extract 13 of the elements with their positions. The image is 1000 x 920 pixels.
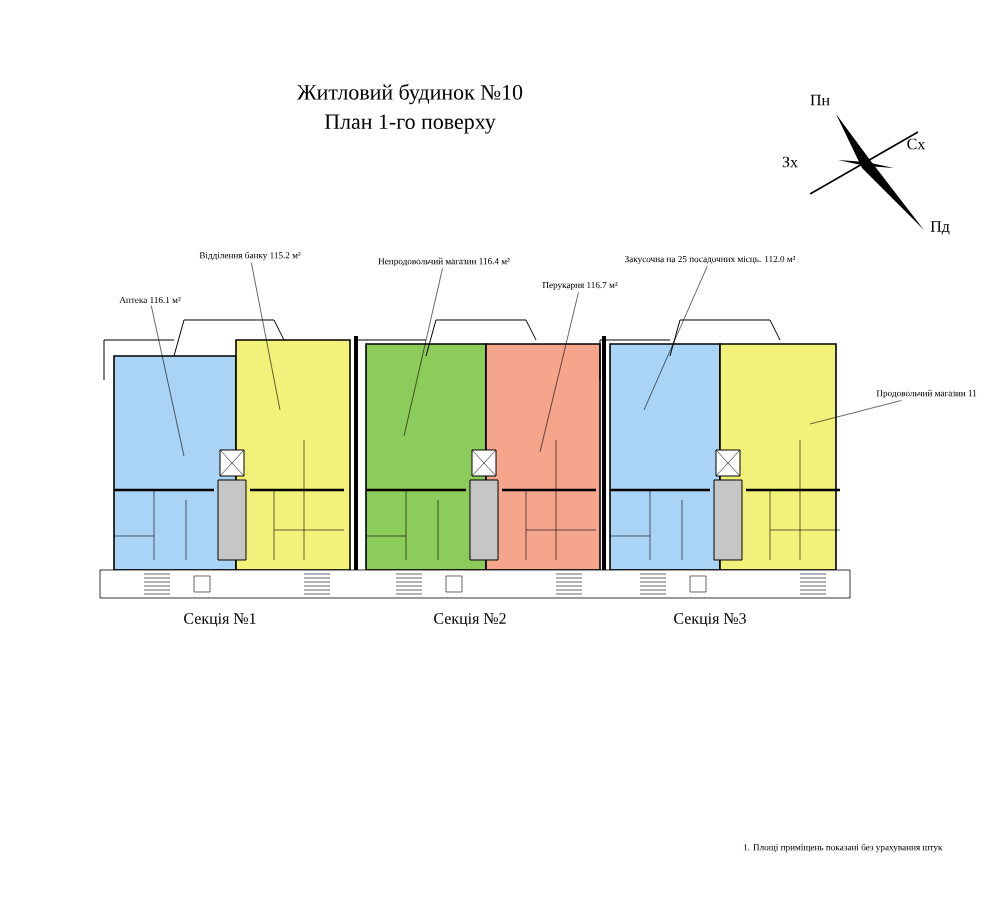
leader-line xyxy=(403,268,443,437)
shop-unit xyxy=(235,339,351,571)
title: Житловий будинок №10 xyxy=(297,83,523,105)
shop-unit xyxy=(609,343,721,571)
leader-line xyxy=(643,266,708,411)
subtitle: План 1-го поверху xyxy=(324,114,496,134)
shop-unit xyxy=(113,355,237,571)
shop-unit xyxy=(485,343,601,571)
shop-unit xyxy=(365,343,487,571)
leader-line xyxy=(809,400,902,425)
leader-line xyxy=(539,292,579,453)
leader-line xyxy=(150,305,185,457)
leader-line xyxy=(251,262,281,411)
